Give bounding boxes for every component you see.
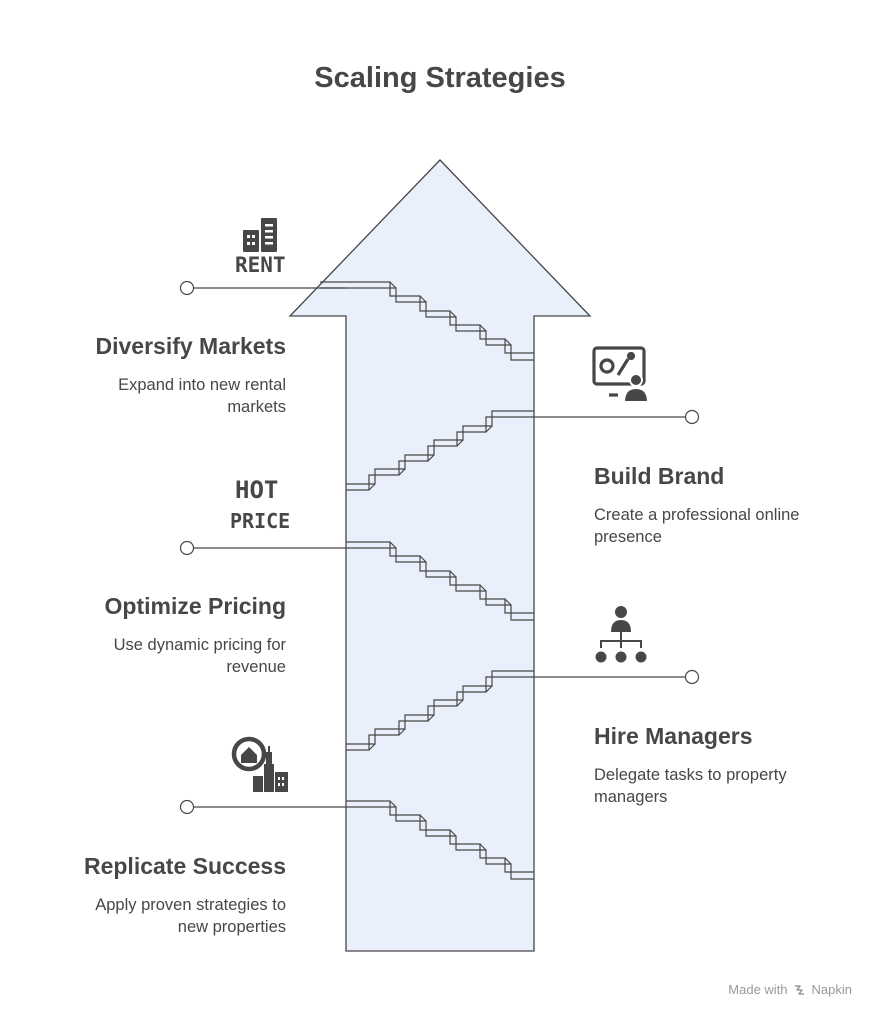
step-description: Create a professional online presence	[594, 506, 800, 546]
napkin-logo-icon	[794, 984, 804, 995]
footer-brand: Napkin	[811, 982, 852, 997]
staircase-1	[320, 281, 534, 361]
home-city-icon	[231, 736, 288, 792]
org-chart-icon	[595, 606, 647, 663]
rent-building-icon	[243, 218, 277, 252]
footer-prefix: Made with	[728, 982, 788, 997]
hot-icon-label: HOT	[235, 476, 279, 504]
step-title: Optimize Pricing	[104, 593, 286, 619]
staircase-2	[346, 410, 534, 491]
connector-dot-4	[684, 669, 700, 685]
rent-icon-label: RENT	[235, 253, 286, 277]
step-title: Diversify Markets	[95, 333, 287, 359]
connector-dot-1	[179, 280, 195, 296]
step-description: Apply proven strategies to new propertie…	[95, 896, 286, 936]
price-icon-label: PRICE	[230, 509, 291, 533]
step-title: Replicate Success	[83, 853, 286, 879]
connector-dot-5	[179, 799, 195, 815]
connector-dot-3	[179, 540, 195, 556]
staircase-4	[346, 670, 534, 751]
made-with-napkin-footer[interactable]: Made with Napkin	[728, 982, 852, 997]
staircase-5	[346, 800, 534, 880]
page-title: Scaling Strategies	[314, 62, 566, 94]
step-description: Delegate tasks to property managers	[594, 766, 787, 806]
up-arrow	[288, 159, 592, 952]
step-description: Expand into new rental markets	[118, 376, 286, 416]
step-title: Build Brand	[594, 463, 725, 489]
staircase-3	[346, 541, 534, 621]
monitor-presentation-icon	[592, 346, 650, 403]
step-description: Use dynamic pricing for revenue	[113, 636, 286, 676]
step-title: Hire Managers	[594, 723, 753, 749]
connector-dot-2	[684, 409, 700, 425]
connectors	[179, 280, 700, 815]
